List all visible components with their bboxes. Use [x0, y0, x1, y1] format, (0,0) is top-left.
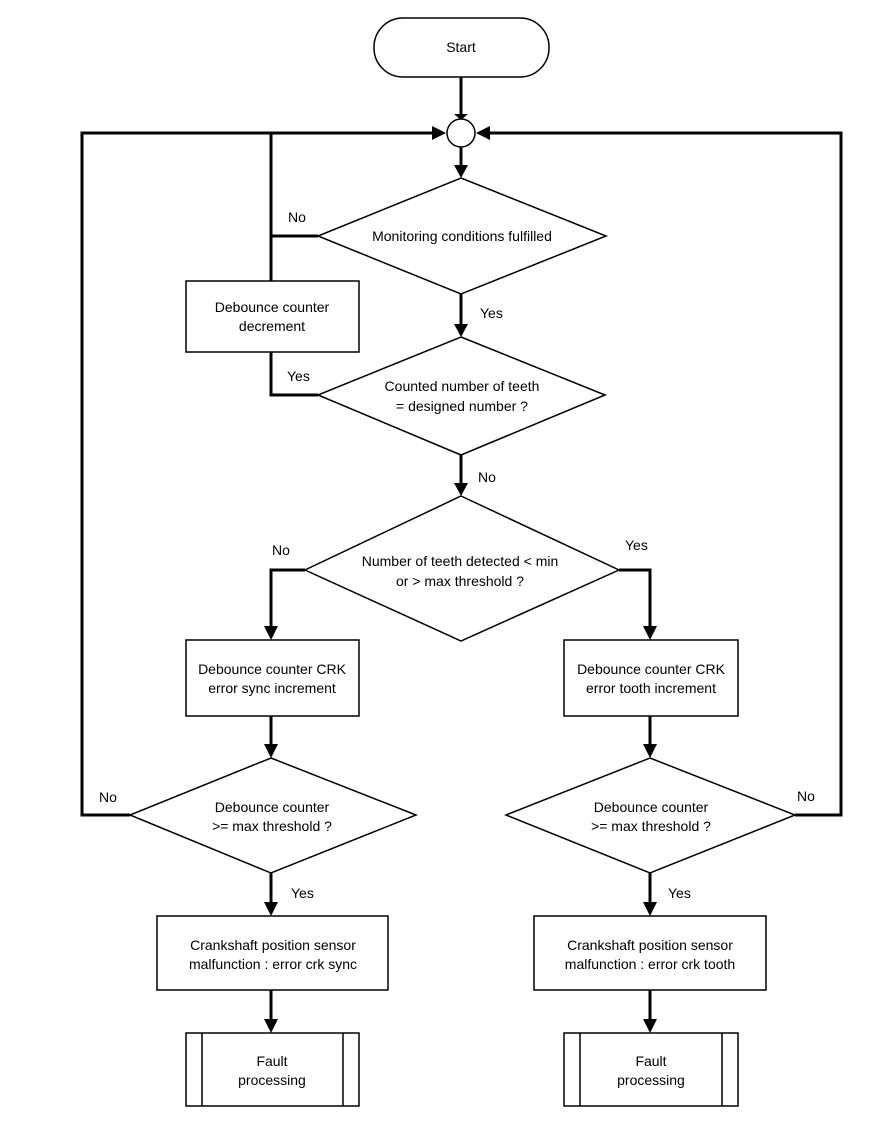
teeth-threshold-line1: Number of teeth detected < min — [362, 553, 559, 569]
tooth-increment-process: Debounce counter CRK error tooth increme… — [563, 639, 739, 717]
fault-left-line1: Fault — [256, 1053, 287, 1069]
sync-error-line1: Crankshaft position sensor — [190, 937, 356, 953]
sync-increment-line2: error sync increment — [208, 680, 336, 696]
fault-left-line2: processing — [238, 1072, 306, 1088]
label-threshold-no: No — [272, 542, 290, 558]
monitoring-label: Monitoring conditions fulfilled — [372, 228, 552, 244]
edge-threshold-no — [269, 568, 305, 634]
start-node: Start — [373, 17, 550, 78]
tooth-increment-line2: error tooth increment — [586, 680, 716, 696]
sync-check-decision: Debounce counter >= max threshold ? — [128, 757, 419, 874]
arrowhead — [643, 1019, 657, 1033]
fault-right-line2: processing — [617, 1072, 685, 1088]
label-monitoring-no: No — [288, 209, 306, 225]
arrowhead — [432, 126, 446, 140]
tooth-check-decision: Debounce counter >= max threshold ? — [503, 757, 798, 874]
arrowhead — [264, 1019, 278, 1033]
arrowhead — [454, 483, 468, 496]
edge-labels: No Yes Yes No No Yes No Yes No Yes — [99, 209, 815, 901]
counted-teeth-line1: Counted number of teeth — [385, 378, 540, 394]
sync-check-line2: >= max threshold ? — [212, 818, 332, 834]
arrowhead — [454, 165, 468, 178]
teeth-threshold-line2: or > max threshold ? — [396, 573, 524, 589]
fault-right-line1: Fault — [635, 1053, 666, 1069]
arrowhead — [454, 324, 468, 337]
counted-teeth-decision: Counted number of teeth = designed numbe… — [316, 336, 607, 456]
sync-error-process: Crankshaft position sensor malfunction :… — [156, 915, 389, 991]
tooth-check-line1: Debounce counter — [594, 799, 709, 815]
label-tooth-check-no: No — [797, 788, 815, 804]
tooth-increment-line1: Debounce counter CRK — [577, 661, 726, 677]
label-threshold-yes: Yes — [625, 537, 648, 553]
debounce-decrement-line2: decrement — [239, 318, 305, 334]
label-monitoring-yes: Yes — [480, 305, 503, 321]
counted-teeth-line2: = designed number ? — [396, 398, 528, 414]
sync-check-line1: Debounce counter — [215, 799, 330, 815]
teeth-threshold-decision: Number of teeth detected < min or > max … — [303, 495, 621, 642]
tooth-error-line2: malfunction : error crk tooth — [565, 956, 735, 972]
edge-tooth-check-no — [482, 131, 843, 817]
tooth-check-line2: >= max threshold ? — [591, 818, 711, 834]
tooth-error-process: Crankshaft position sensor malfunction :… — [533, 915, 767, 991]
debounce-decrement-process: Debounce counter decrement — [185, 280, 360, 353]
label-sync-check-yes: Yes — [291, 885, 314, 901]
arrowhead — [264, 626, 278, 640]
monitoring-decision: Monitoring conditions fulfilled — [316, 177, 609, 295]
fault-processing-left: Fault processing — [185, 1032, 360, 1107]
start-label: Start — [446, 39, 476, 55]
arrowhead — [643, 744, 657, 758]
connectors — [80, 77, 843, 1033]
sync-increment-line1: Debounce counter CRK — [198, 661, 347, 677]
arrowhead — [643, 626, 657, 640]
label-counted-yes: Yes — [287, 368, 310, 384]
debounce-decrement-line1: Debounce counter — [215, 299, 330, 315]
arrowhead — [643, 902, 657, 916]
fault-processing-right: Fault processing — [563, 1032, 739, 1107]
tooth-error-line1: Crankshaft position sensor — [567, 937, 733, 953]
merge-connector — [446, 118, 476, 148]
sync-increment-process: Debounce counter CRK error sync incremen… — [185, 639, 360, 717]
edge-sync-check-no — [80, 131, 440, 817]
edge-counted-yes — [269, 352, 318, 397]
arrowhead — [264, 744, 278, 758]
arrowhead — [476, 126, 490, 140]
edge-threshold-yes — [619, 568, 652, 634]
label-tooth-check-yes: Yes — [668, 885, 691, 901]
arrowhead — [454, 114, 468, 120]
sync-error-line2: malfunction : error crk sync — [189, 956, 357, 972]
label-counted-no: No — [478, 469, 496, 485]
arrowhead — [264, 902, 278, 916]
label-sync-check-no: No — [99, 789, 117, 805]
